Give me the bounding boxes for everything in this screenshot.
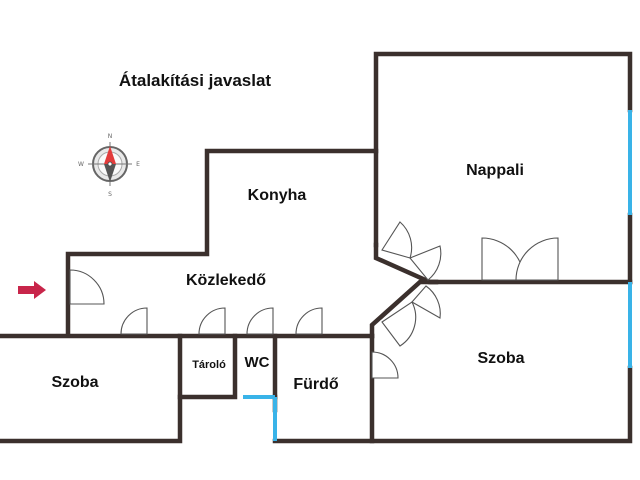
doors <box>69 221 559 379</box>
windows <box>243 110 632 441</box>
room-label-szoba-right: Szoba <box>477 350 524 367</box>
room-label-wc: WC <box>245 354 270 371</box>
compass-west: W <box>78 161 84 168</box>
room-label-nappali: Nappali <box>466 162 524 179</box>
room-label-szoba-left: Szoba <box>51 374 98 391</box>
compass-east: E <box>136 161 140 168</box>
room-label-tarolo: Tároló <box>192 359 226 371</box>
room-label-furdo: Fürdő <box>293 376 339 393</box>
walls <box>0 51 633 444</box>
compass-north: N <box>108 133 113 140</box>
plan-title: Átalakítási javaslat <box>119 71 271 90</box>
room-label-kozlekedo: Közlekedő <box>186 272 266 289</box>
compass-icon: N S E W <box>78 133 140 198</box>
compass-south: S <box>108 191 112 198</box>
entrance-arrow-icon <box>18 281 46 299</box>
room-label-konyha: Konyha <box>248 187 307 204</box>
